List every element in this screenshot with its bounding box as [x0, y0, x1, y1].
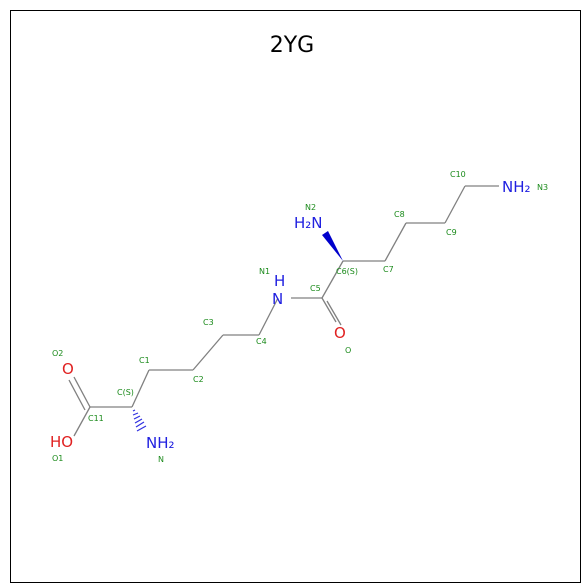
label-n3: N3: [537, 183, 548, 192]
acid-o-label: O: [62, 360, 74, 378]
label-n: N: [158, 455, 164, 464]
label-c8: C8: [394, 210, 405, 219]
label-o2: O2: [52, 349, 63, 358]
label-cs: C(S): [117, 388, 134, 397]
bond-c8-c7: [384, 222, 407, 262]
wedge-bond-c6-n2: [322, 231, 343, 261]
label-n2: N2: [305, 203, 316, 212]
bond-c11-o2-b: [68, 379, 86, 411]
bond-c3-c2: [192, 334, 224, 371]
label-c6s: C6(S): [336, 267, 358, 276]
bond-c5-o-a: [321, 297, 337, 323]
label-c5: C5: [310, 284, 321, 293]
hashed-bond-cs-n: [132, 409, 147, 432]
diagram-frame: [10, 10, 581, 583]
label-c4: C4: [256, 337, 267, 346]
amide-o-label: O: [334, 324, 346, 342]
bond-n1-c4: [258, 297, 279, 336]
amide-n-label: N: [272, 290, 283, 308]
bond-c11-o1: [73, 406, 91, 437]
bond-c10-c9: [444, 185, 466, 224]
acid-oh-label: HO: [50, 433, 73, 451]
label-c11: C11: [88, 414, 104, 423]
label-o: O: [345, 346, 351, 355]
label-c3: C3: [203, 318, 214, 327]
label-c10: C10: [450, 170, 466, 179]
amine-n-label: NH₂: [146, 434, 175, 452]
bond-c11-o2-a: [73, 376, 91, 408]
bond-c6-c5: [321, 260, 344, 299]
bond-c5-o-b: [326, 300, 342, 326]
atom-index-labels: C10 N3 N2 C8 C9 C6(S) C7 N1 C5 O C3 C4 O…: [52, 170, 548, 464]
label-c9: C9: [446, 228, 457, 237]
diagram-title: 2YG: [270, 33, 314, 58]
label-o1: O1: [52, 454, 63, 463]
amine-n3-label: NH₂: [502, 178, 531, 196]
label-n1: N1: [259, 267, 270, 276]
amine-n2-label: H₂N: [294, 214, 323, 232]
label-c1: C1: [139, 356, 150, 365]
label-c2: C2: [193, 375, 204, 384]
label-c7: C7: [383, 265, 394, 274]
bond-c1-cs: [131, 369, 150, 408]
amide-h-label: H: [274, 272, 285, 290]
bonds: [68, 185, 499, 437]
